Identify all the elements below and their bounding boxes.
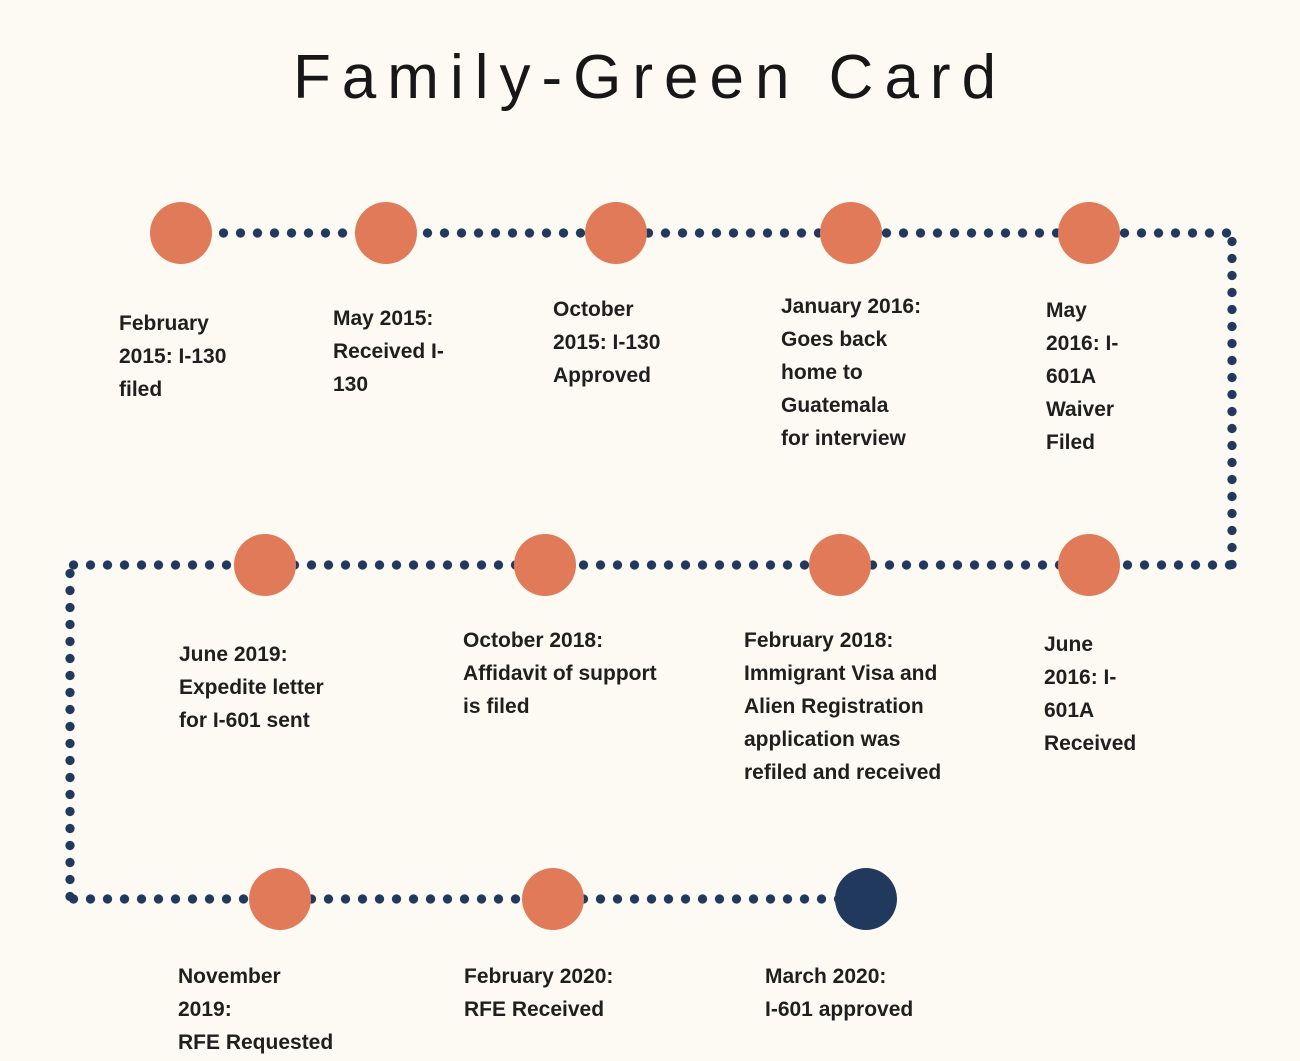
event-marker-may-2015 — [355, 202, 417, 264]
event-marker-oct-2015 — [585, 202, 647, 264]
event-marker-jan-2016 — [820, 202, 882, 264]
event-label: May 2015: Received I- 130 — [333, 307, 444, 396]
event-label: January 2016: Goes back home to Guatemal… — [781, 295, 922, 450]
event-marker-jun-2016 — [1058, 534, 1120, 596]
event-label: October 2018: Affidavit of support is fi… — [463, 629, 657, 718]
event-label: February 2018: Immigrant Visa and Alien … — [744, 629, 942, 784]
event-label: June 2016: I- 601A Received — [1044, 633, 1137, 755]
event-marker-mar-2020-final — [835, 868, 897, 930]
event-marker-nov-2019 — [249, 868, 311, 930]
event-marker-oct-2018 — [514, 534, 576, 596]
connector-row1 — [181, 228, 1237, 238]
page-title: Family-Green Card — [292, 43, 1008, 112]
connector-row2 — [65, 560, 1237, 570]
event-marker-feb-2020 — [522, 868, 584, 930]
event-marker-feb-2018 — [809, 534, 871, 596]
event-marker-may-2016 — [1058, 202, 1120, 264]
connector-right-vertical — [1227, 233, 1237, 570]
event-label: June 2019: Expedite letter for I-601 sen… — [179, 643, 324, 732]
event-marker-feb-2015 — [150, 202, 212, 264]
event-label: October 2015: I-130 Approved — [553, 298, 661, 387]
event-marker-jun-2019 — [234, 534, 296, 596]
event-label: May 2016: I- 601A Waiver Filed — [1046, 299, 1119, 454]
connector-row3 — [65, 894, 865, 904]
event-label: March 2020: I-601 approved — [765, 965, 914, 1021]
connector-left-vertical — [65, 565, 75, 904]
event-label: February 2015: I-130 filed — [119, 312, 227, 401]
event-label: February 2020: RFE Received — [464, 965, 614, 1021]
event-label: November 2019: RFE Requested — [178, 965, 334, 1054]
